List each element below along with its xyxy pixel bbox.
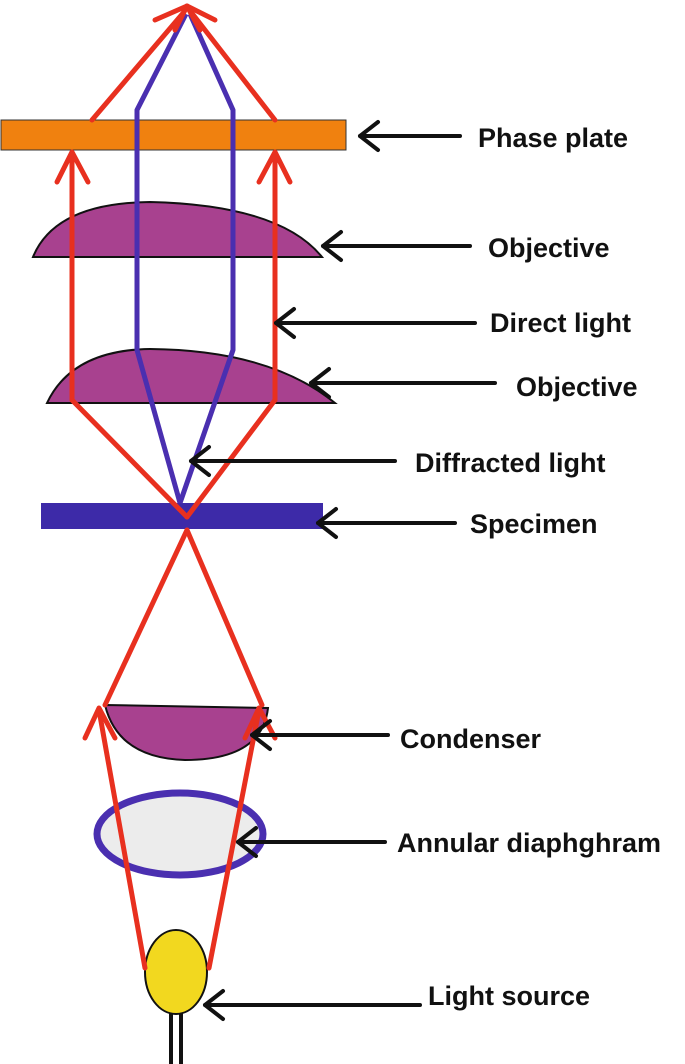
light-source — [144, 929, 208, 1015]
label-condenser: Condenser — [400, 724, 542, 754]
specimen-slide — [41, 503, 323, 529]
pointer-objective-lower — [309, 367, 497, 399]
label-light-source: Light source — [428, 981, 590, 1011]
pointer-phase-plate — [358, 120, 462, 152]
label-objective-lower: Objective — [516, 372, 638, 402]
phase-plate — [0, 119, 347, 151]
pointer-condenser — [250, 719, 390, 751]
label-diffracted-light: Diffracted light — [415, 448, 606, 478]
label-direct-light: Direct light — [490, 308, 631, 338]
annular-diaphragm — [93, 789, 267, 879]
label-annular-diaphragm: Annular diaphghram — [397, 828, 661, 858]
pointer-arrows — [189, 120, 497, 1021]
pointer-annular-diaphragm — [236, 826, 387, 858]
pointer-objective-upper — [321, 230, 472, 262]
objective-lens-lower — [45, 347, 338, 404]
pointer-light-source — [203, 989, 422, 1021]
label-objective-upper: Objective — [488, 233, 610, 263]
direct-light-rays — [54, 3, 293, 971]
condenser-lens — [103, 703, 270, 762]
pointer-diffracted-light — [189, 445, 397, 477]
lamp-stand — [169, 1005, 183, 1064]
diffracted-light-rays — [134, 12, 236, 504]
pointer-direct-light — [274, 307, 477, 339]
pointer-specimen — [316, 507, 457, 539]
label-specimen: Specimen — [470, 509, 598, 539]
label-phase-plate: Phase plate — [478, 123, 628, 153]
objective-lens-upper — [31, 200, 325, 258]
